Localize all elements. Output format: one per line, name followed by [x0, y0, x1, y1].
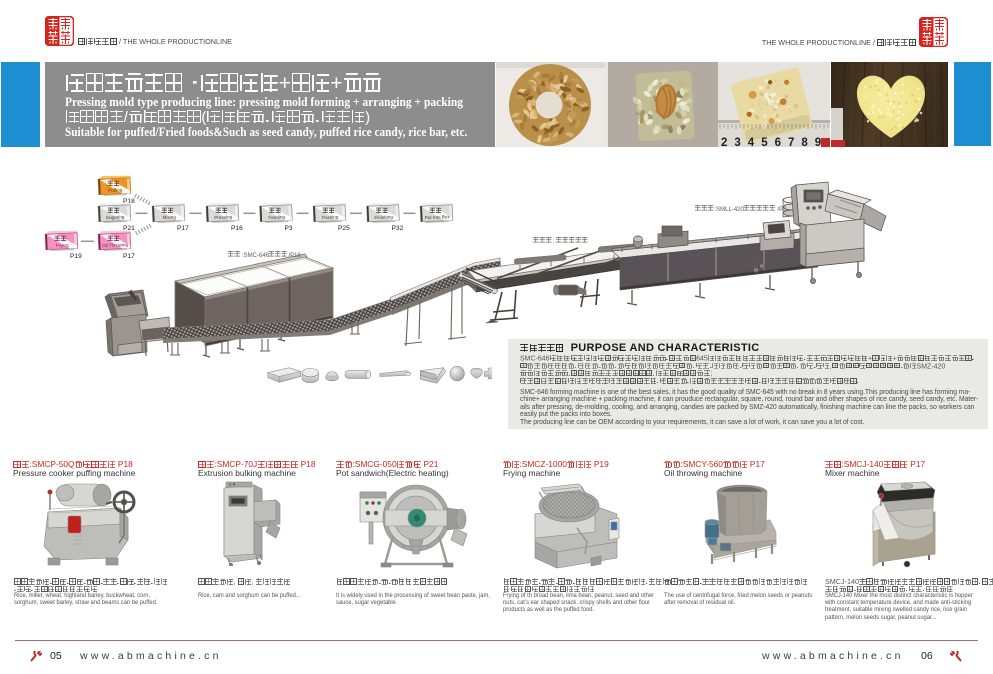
svg-text:9: 9	[815, 137, 821, 147]
svg-text:Pressing: Pressing	[214, 214, 233, 220]
svg-text:2: 2	[721, 137, 727, 147]
svg-text:P18: P18	[123, 198, 135, 205]
svg-text:P19: P19	[70, 253, 82, 260]
svg-text:P17: P17	[123, 253, 135, 260]
svg-text:P3: P3	[285, 225, 293, 232]
svg-text:4: 4	[748, 137, 755, 147]
svg-text:P32: P32	[392, 225, 404, 232]
svg-text:Puffing: Puffing	[108, 187, 123, 193]
svg-text:3: 3	[734, 137, 740, 147]
svg-text:Feeding: Feeding	[268, 214, 285, 220]
svg-text:P25: P25	[338, 225, 350, 232]
svg-text:P17: P17	[177, 225, 189, 232]
svg-text:Packing: Packing	[322, 214, 339, 220]
svg-text:Frying: Frying	[56, 242, 69, 248]
svg-text:P16: P16	[231, 225, 243, 232]
svg-text::SMLL-420: :SMLL-420	[715, 207, 745, 213]
svg-text:Oil Throwing: Oil Throwing	[102, 242, 128, 248]
svg-text:P21: P21	[123, 225, 135, 232]
svg-text:Mixing: Mixing	[162, 214, 176, 220]
svg-text:Finishing: Finishing	[374, 214, 393, 220]
svg-text:/P3: /P3	[778, 207, 788, 213]
svg-text:6: 6	[775, 137, 781, 147]
svg-text:5: 5	[761, 137, 768, 147]
svg-text::: :	[553, 239, 555, 245]
svg-text::SMC-646: :SMC-646	[242, 253, 270, 259]
svg-text:7: 7	[788, 137, 794, 147]
svg-text:8: 8	[801, 137, 808, 147]
svg-text:Sugaring: Sugaring	[106, 214, 125, 220]
svg-text:/P16: /P16	[289, 253, 302, 259]
svg-text:Put Into Box: Put Into Box	[425, 214, 451, 220]
